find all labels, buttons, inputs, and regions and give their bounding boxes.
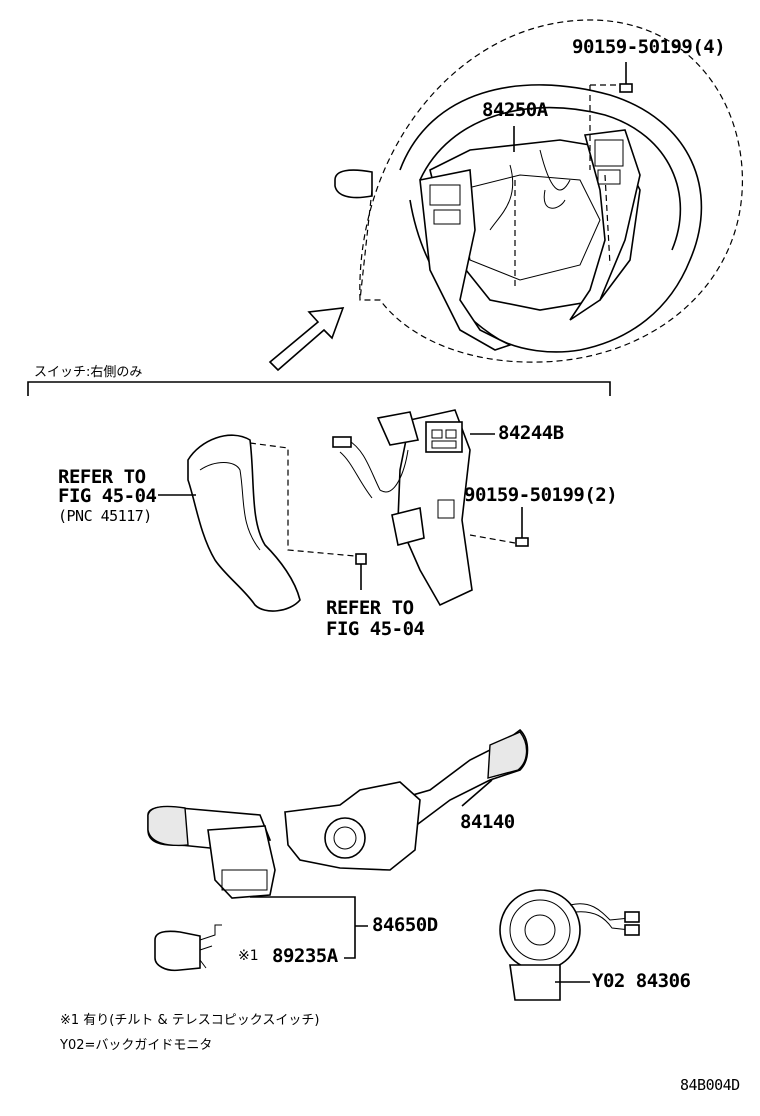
label-refer-left-3: (PNC 45117): [58, 507, 152, 525]
label-84650D: 84650D: [372, 914, 438, 936]
screw-icon: [619, 62, 633, 93]
label-refer-mid-2: FIG 45-04: [326, 618, 425, 640]
figure-code: 84B004D: [680, 1076, 740, 1094]
label-screw-mid: 90159-50199(2): [464, 484, 618, 506]
footnote-2: Y02=バックガイドモニタ: [60, 1038, 213, 1053]
label-89235A: 89235A: [272, 945, 338, 967]
label-tilt-mark: ※1: [238, 948, 259, 964]
screw-icon: [355, 553, 367, 590]
section-bracket: [27, 381, 611, 396]
label-84306: Y02 84306: [592, 970, 691, 992]
screw-icon: [515, 507, 529, 547]
label-84244B: 84244B: [498, 422, 564, 444]
label-screw-top: 90159-50199(4): [572, 36, 726, 58]
section-note: スイッチ:右側のみ: [34, 365, 143, 380]
label-84250A: 84250A: [482, 99, 548, 121]
leader-84650D: [250, 896, 368, 959]
combination-switch: [147, 728, 529, 899]
tilt-telescopic-switch: [154, 924, 222, 972]
footnote-1: ※1 有り(チルト & テレスコピックスイッチ): [60, 1013, 320, 1028]
leader-84140: [461, 779, 493, 807]
arrow-icon: [268, 307, 345, 372]
label-refer-left-1: REFER TO: [58, 466, 146, 488]
label-84140: 84140: [460, 811, 515, 833]
steering-switch-pad: [332, 409, 516, 607]
steering-cover: [187, 434, 356, 612]
label-refer-left-2: FIG 45-04: [58, 485, 157, 507]
steering-wheel: [334, 19, 744, 363]
label-refer-mid-1: REFER TO: [326, 597, 414, 619]
spiral-cable: [499, 889, 640, 1001]
